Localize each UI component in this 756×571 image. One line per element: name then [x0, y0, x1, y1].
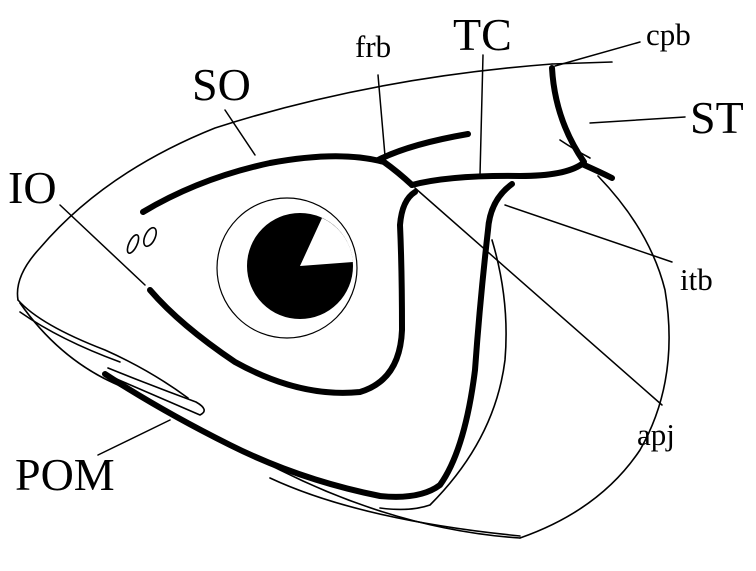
supraorbital-canal — [143, 156, 384, 212]
frontal-branch — [378, 134, 468, 160]
label-tc: TC — [453, 9, 512, 60]
eye — [217, 198, 357, 338]
labels: SO frb TC cpb ST IO itb apj POM — [8, 9, 744, 500]
leader-apj — [415, 188, 662, 405]
leader-itb — [505, 205, 672, 262]
leader-lines — [60, 42, 685, 455]
label-frb: frb — [355, 29, 391, 64]
sensory-canals — [105, 68, 612, 497]
nostril-back — [141, 226, 159, 248]
label-io: IO — [8, 162, 57, 213]
leader-frb — [378, 75, 385, 156]
supratemporal-canal — [552, 68, 584, 162]
ventral-profile — [20, 303, 520, 538]
nostrils — [125, 226, 159, 255]
snout-lower — [18, 300, 188, 398]
label-st: ST — [690, 92, 744, 143]
head-outline — [17, 62, 669, 538]
opercle-edge — [520, 176, 669, 538]
label-so: SO — [192, 59, 251, 110]
label-apj: apj — [637, 417, 675, 452]
leader-io — [60, 205, 145, 285]
label-cpb: cpb — [646, 17, 691, 52]
label-itb: itb — [680, 262, 713, 297]
nostril-front — [125, 233, 141, 255]
leader-st — [590, 117, 685, 123]
ventral-profile-inner — [270, 478, 520, 536]
lip-line — [20, 312, 120, 362]
label-pom: POM — [15, 449, 115, 500]
canal-junction — [384, 162, 412, 185]
leader-tc — [480, 55, 483, 175]
